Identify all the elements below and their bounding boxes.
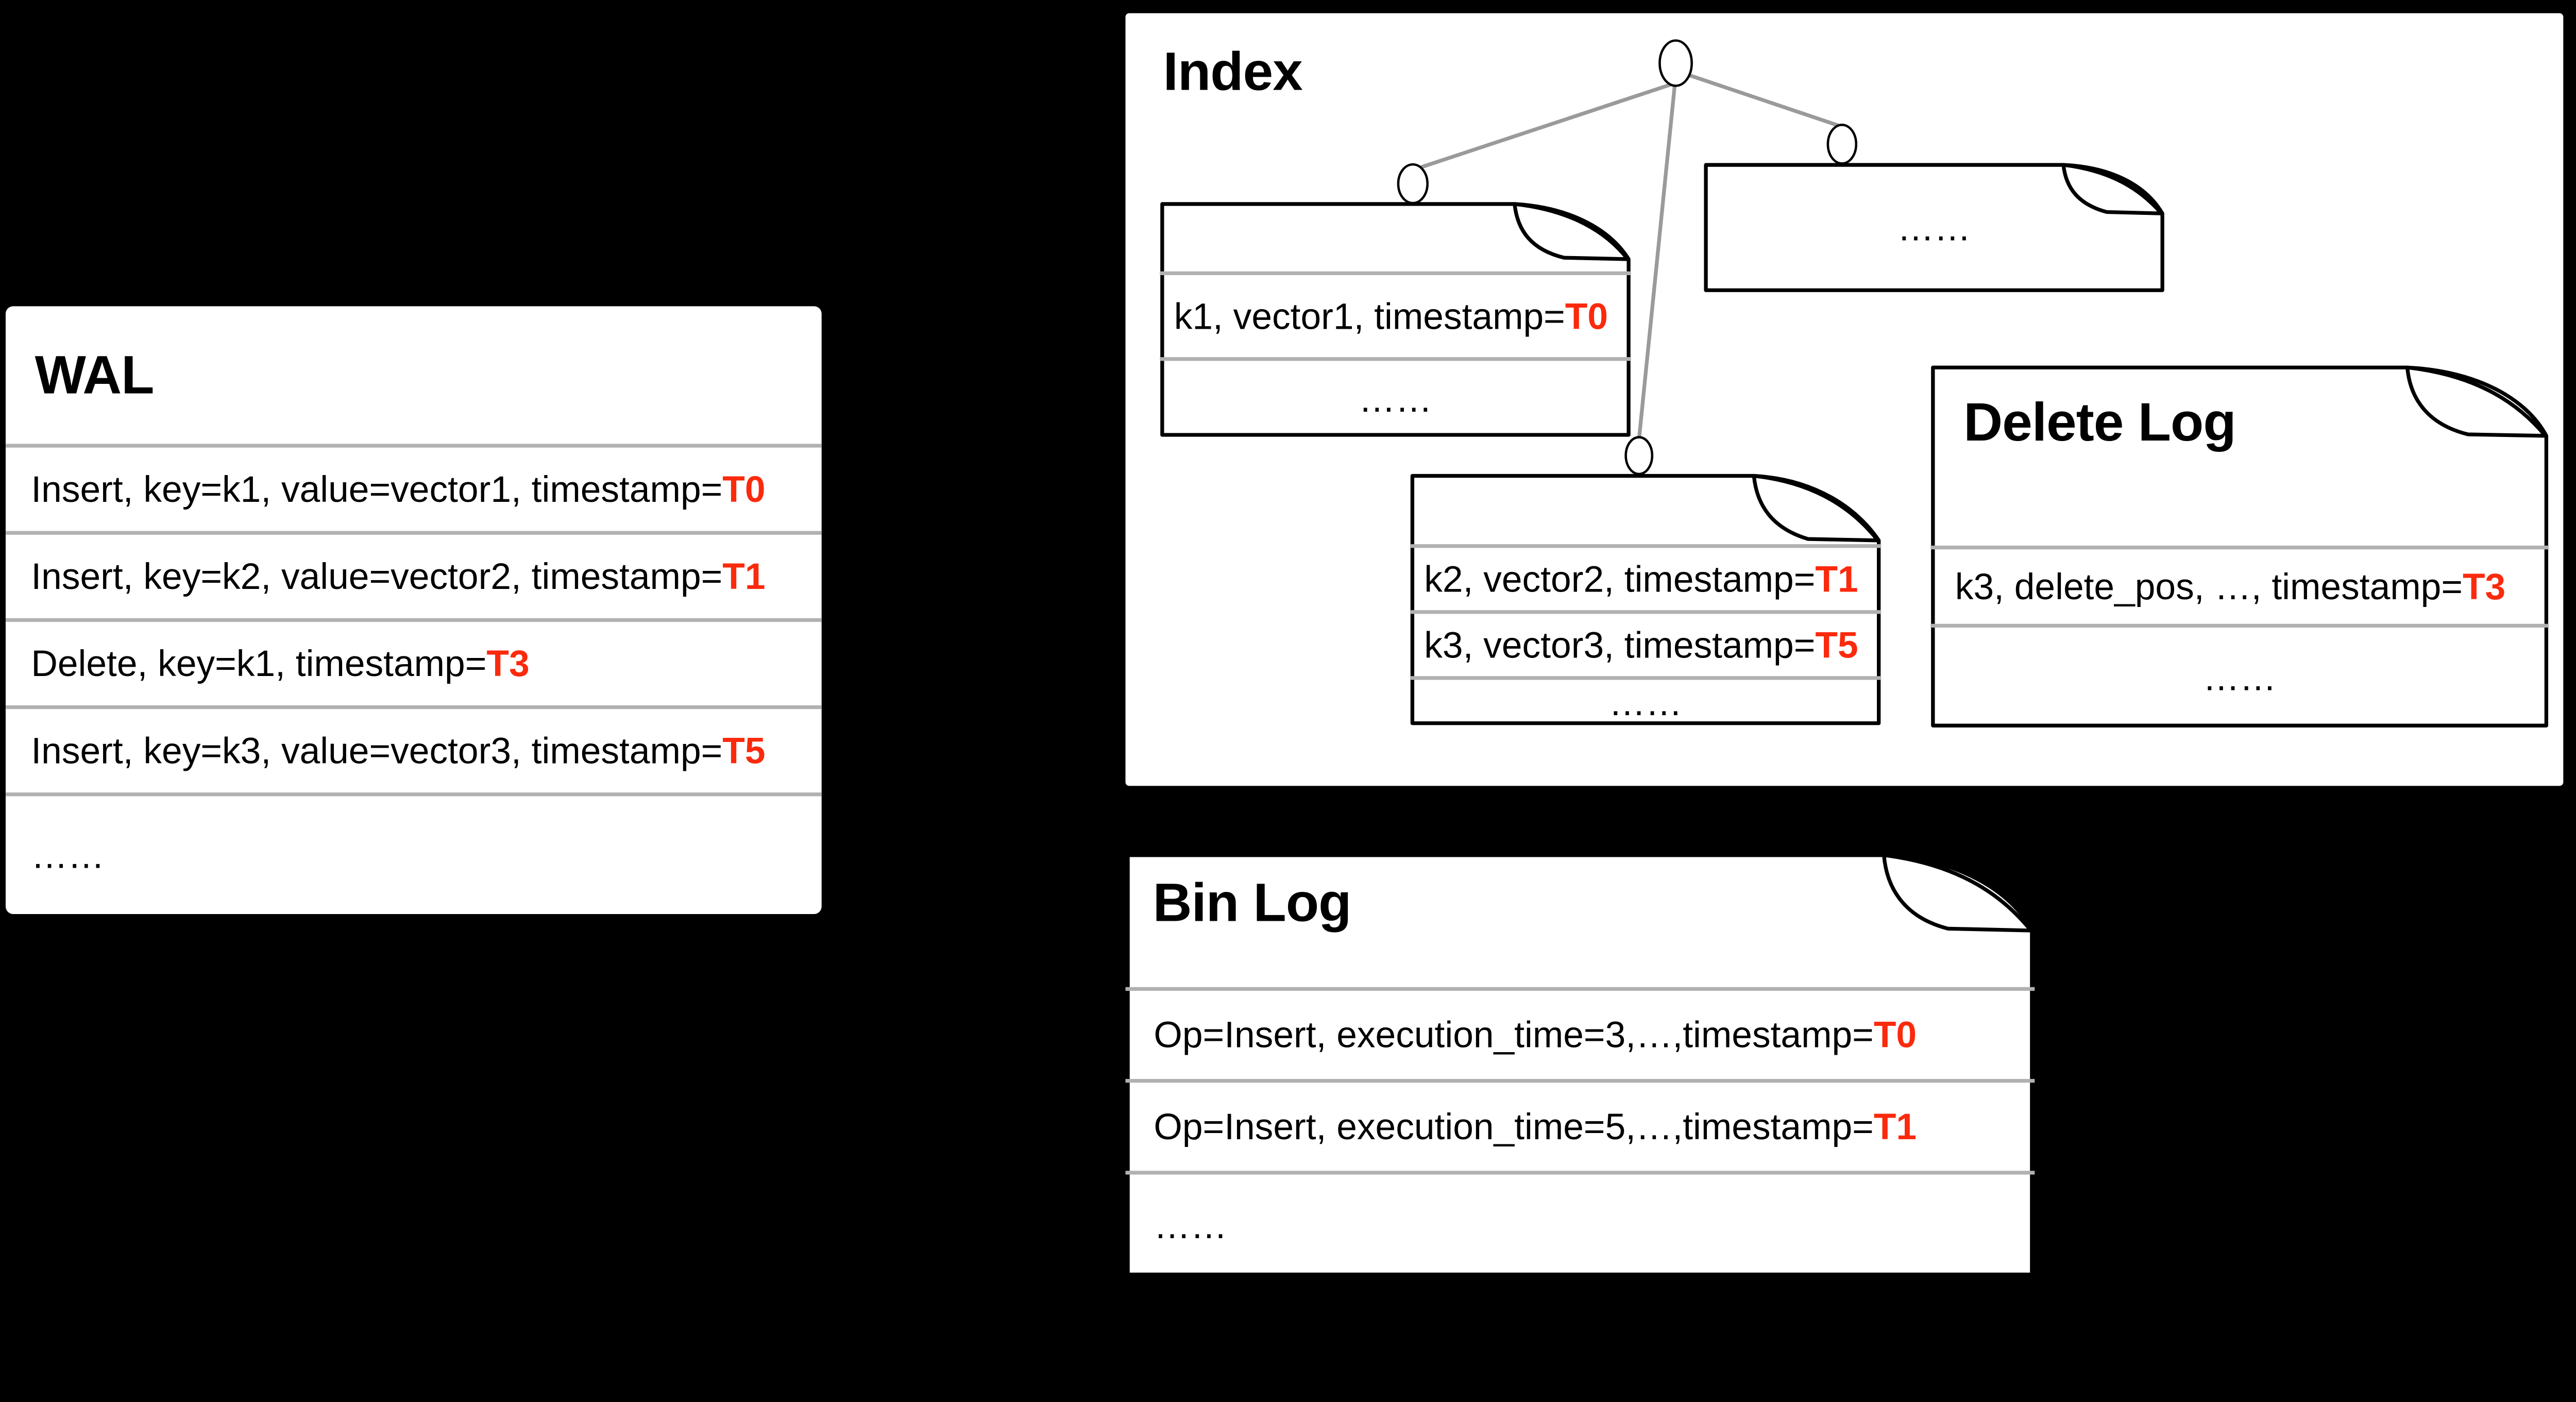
diagram-canvas: WAL Insert, key=k1, value=vector1, times… [5, 13, 2564, 1277]
timestamp-highlight: T5 [722, 730, 766, 771]
segment-k2k3-doc: k2, vector2, timestamp=T1 k3, vector3, t… [1410, 474, 1882, 725]
row-text: …… [1359, 378, 1432, 420]
wal-row-insert-k2: Insert, key=k2, value=vector2, timestamp… [5, 531, 822, 618]
segment-k1-doc: k1, vector1, timestamp=T0 …… [1160, 201, 1631, 437]
folded-corner-icon [1882, 853, 2033, 933]
bin-log-row-2: Op=Insert, execution_time=5,…,timestamp=… [1125, 1079, 2035, 1171]
segment-k2k3-content: k2, vector2, timestamp=T1 k3, vector3, t… [1410, 474, 1882, 725]
bin-log-content: Bin Log Op=Insert, execution_time=3,…,ti… [1125, 853, 2035, 1277]
timestamp-highlight: T5 [1815, 624, 1858, 666]
tree-edge-root-middle [1637, 85, 1677, 440]
tree-node-middle [1624, 436, 1654, 476]
segment-row-ellipsis: …… [1160, 357, 1631, 437]
delete-log-title-block: Delete Log [1930, 365, 2549, 546]
delete-log-title: Delete Log [1963, 392, 2236, 452]
row-text: …… [2202, 656, 2277, 699]
segment-k1-content: k1, vector1, timestamp=T0 …… [1160, 201, 1631, 437]
timestamp-highlight: T0 [722, 468, 766, 510]
row-text: Insert, key=k2, value=vector2, timestamp… [31, 555, 723, 597]
wal-row-delete-k1: Delete, key=k1, timestamp=T3 [5, 618, 822, 705]
delete-log-content: Delete Log k3, delete_pos, …, timestamp=… [1930, 365, 2549, 728]
row-text: …… [31, 834, 105, 876]
timestamp-highlight: T0 [1565, 295, 1608, 337]
row-text: Delete, key=k1, timestamp= [31, 643, 487, 684]
bin-log-row-ellipsis: …… [1125, 1171, 2035, 1277]
row-text: k3, vector3, timestamp= [1424, 624, 1816, 666]
tree-node-root [1658, 39, 1693, 87]
document-shape [1160, 202, 1631, 437]
row-text: …… [1897, 206, 1971, 248]
bin-log-title-block: Bin Log [1126, 853, 2035, 987]
timestamp-highlight: T1 [1815, 558, 1858, 600]
segment-row-k1: k1, vector1, timestamp=T0 [1160, 271, 1631, 357]
delete-log-row-ellipsis: …… [1930, 623, 2549, 728]
bin-log-doc: Bin Log Op=Insert, execution_time=3,…,ti… [1125, 853, 2035, 1277]
wal-panel: WAL Insert, key=k1, value=vector1, times… [5, 306, 822, 914]
row-text: Insert, key=k3, value=vector3, timestamp… [31, 730, 723, 771]
row-text: …… [1608, 682, 1683, 723]
index-title: Index [1163, 41, 1303, 102]
row-text: Op=Insert, execution_time=3,…,timestamp= [1154, 1014, 1874, 1056]
index-panel: Index k1, vector1, timestamp=T0 …… [1125, 13, 2564, 786]
row-text: k2, vector2, timestamp= [1424, 558, 1816, 600]
document-shape [1126, 853, 2034, 1277]
segment-more-content: …… [1704, 162, 2165, 292]
row-text: k1, vector1, timestamp= [1174, 295, 1565, 337]
timestamp-highlight: T1 [722, 555, 766, 597]
tree-edge-root-left [1416, 81, 1676, 171]
delete-log-row-k3: k3, delete_pos, …, timestamp=T3 [1930, 545, 2549, 624]
delete-log-doc: Delete Log k3, delete_pos, …, timestamp=… [1930, 365, 2549, 728]
row-text: Insert, key=k1, value=vector1, timestamp… [31, 468, 723, 510]
timestamp-highlight: T1 [1873, 1106, 1917, 1147]
tree-edge-root-right [1686, 73, 1841, 128]
wal-row-insert-k1: Insert, key=k1, value=vector1, timestamp… [5, 444, 822, 531]
row-text: Op=Insert, execution_time=5,…,timestamp= [1154, 1106, 1874, 1147]
bin-log-title: Bin Log [1153, 872, 1352, 933]
wal-title-block: WAL [6, 306, 822, 444]
wal-title: WAL [35, 345, 155, 406]
tree-node-left [1397, 163, 1429, 205]
timestamp-highlight: T3 [2462, 565, 2506, 607]
tree-node-right [1826, 124, 1858, 165]
bin-log-row-1: Op=Insert, execution_time=3,…,timestamp=… [1125, 987, 2035, 1079]
wal-row-ellipsis: …… [5, 792, 822, 914]
segment-row-k3: k3, vector3, timestamp=T5 [1410, 610, 1882, 676]
folded-corner-icon [1513, 202, 1630, 261]
segment-row-ellipsis: …… [1897, 206, 1971, 249]
index-tree-edges [1416, 73, 1841, 440]
wal-row-insert-k3: Insert, key=k3, value=vector3, timestamp… [5, 705, 822, 792]
index-tree-nodes [1397, 39, 1858, 476]
segment-more-doc: …… [1704, 162, 2165, 292]
document-shape [1704, 163, 2164, 292]
folded-corner-icon [2405, 365, 2548, 438]
folded-corner-icon [1752, 474, 1880, 543]
segment-row-k2: k2, vector2, timestamp=T1 [1410, 544, 1882, 610]
document-shape [1410, 474, 1881, 725]
folded-corner-icon [2061, 163, 2163, 215]
row-text: …… [1154, 1205, 1228, 1246]
row-text: k3, delete_pos, …, timestamp= [1955, 565, 2463, 607]
segment-row-ellipsis: …… [1410, 676, 1882, 725]
timestamp-highlight: T3 [486, 643, 530, 684]
timestamp-highlight: T0 [1873, 1014, 1917, 1056]
